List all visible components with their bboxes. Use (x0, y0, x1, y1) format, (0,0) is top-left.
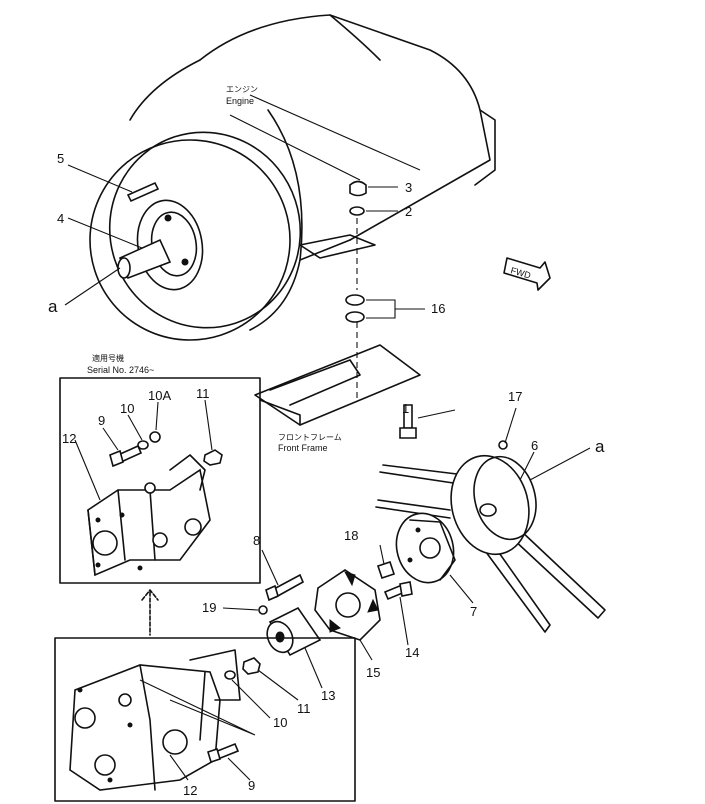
fwd-arrow (503, 257, 551, 291)
callout-16: 16 (431, 301, 445, 316)
callout-6: 6 (531, 438, 538, 453)
text-labels: エンジン Engine フロントフレーム Front Frame 適用号機 Se… (48, 85, 605, 798)
frame-label-jp: フロントフレーム (278, 433, 342, 442)
inset-top (59, 377, 261, 584)
callout-9-top: 9 (98, 413, 105, 428)
engine-label-jp: エンジン (226, 85, 258, 94)
serial-label-en: Serial No. 2746~ (87, 365, 154, 375)
callout-3: 3 (405, 180, 412, 195)
callout-10-top: 10 (120, 401, 134, 416)
callout-12-top: 12 (62, 431, 76, 446)
inset-bottom (54, 637, 356, 802)
callout-11-top: 11 (196, 386, 210, 401)
callout-18: 18 (344, 528, 358, 543)
engine-body (89, 14, 496, 341)
callout-10a: 10A (148, 388, 171, 403)
up-arrow (141, 589, 159, 636)
pulley-assembly (375, 440, 606, 633)
callout-8: 8 (253, 533, 260, 548)
callout-17: 17 (508, 389, 522, 404)
ref-a-left: a (48, 297, 58, 316)
engine-label-en: Engine (226, 96, 254, 106)
callout-19: 19 (202, 600, 216, 615)
callout-13: 13 (321, 688, 335, 703)
callout-14: 14 (405, 645, 419, 660)
callout-1: 1 (402, 401, 409, 416)
callout-5: 5 (57, 151, 64, 166)
callout-10-bottom: 10 (273, 715, 287, 730)
leader-lines (64, 164, 591, 781)
coupling-parts (258, 560, 413, 657)
mount-hardware (254, 180, 421, 439)
callout-11-bottom: 11 (297, 701, 311, 716)
frame-label-en: Front Frame (278, 443, 328, 453)
callout-4: 4 (57, 211, 64, 226)
callout-9-bottom: 9 (248, 778, 255, 793)
callout-15: 15 (366, 665, 380, 680)
callout-7: 7 (470, 604, 477, 619)
callout-2: 2 (405, 204, 412, 219)
callout-12-bottom: 12 (183, 783, 197, 798)
serial-label-jp: 適用号機 (92, 353, 124, 363)
ref-a-right: a (595, 437, 605, 456)
